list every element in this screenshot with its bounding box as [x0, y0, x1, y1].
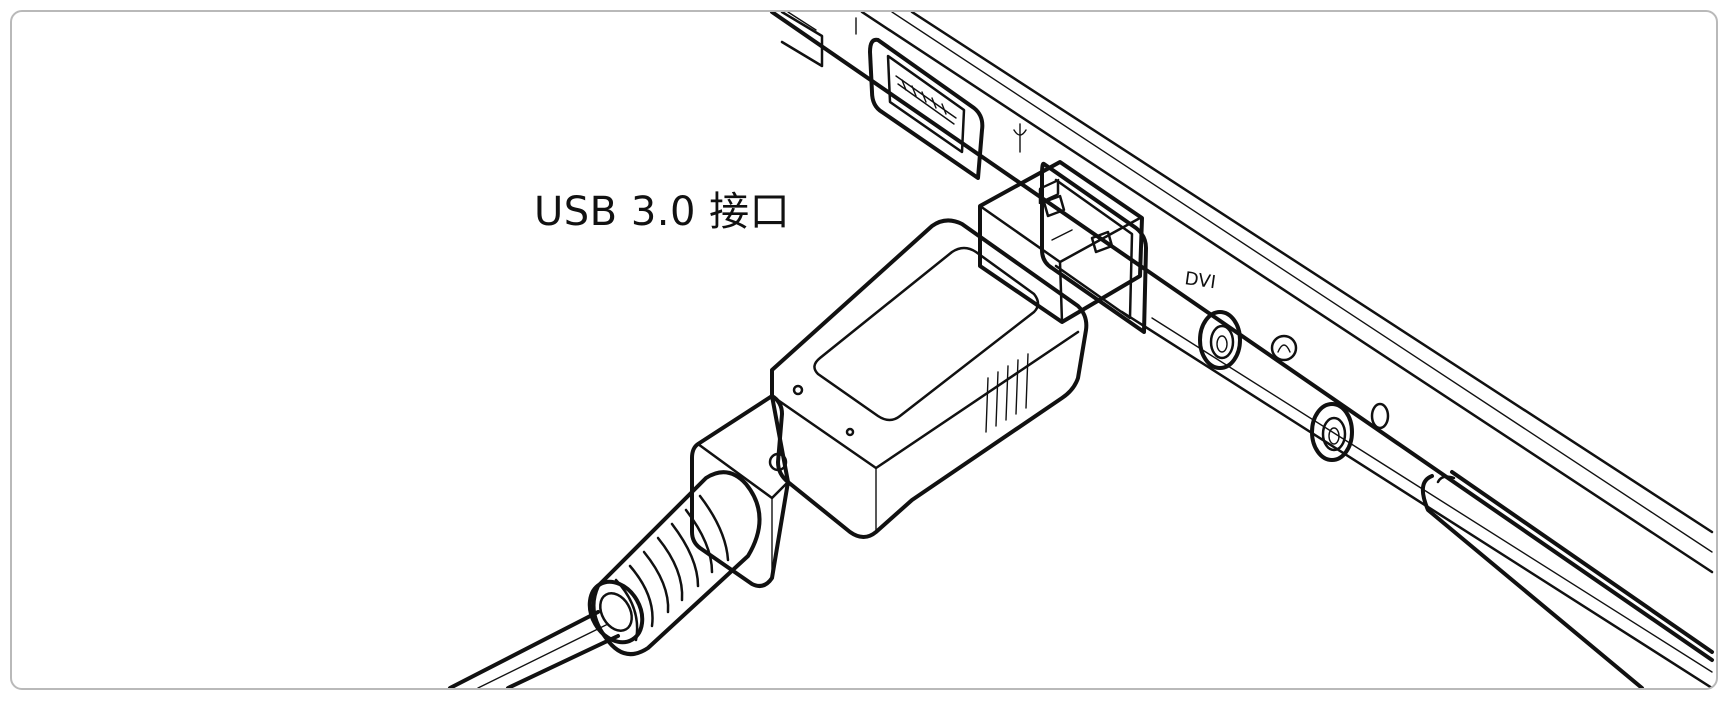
partial-port-top: [780, 12, 857, 68]
usb-plug-nose: [690, 394, 790, 588]
usb-plug-metal-tip: [978, 160, 1144, 324]
usb-port-caption: USB 3.0 接口: [534, 189, 791, 235]
hdmi-port: [868, 37, 985, 180]
usb-plug: [448, 160, 1144, 688]
indicator-led: [1370, 402, 1390, 430]
diagram-frame: DVI: [10, 10, 1718, 690]
dvi-label: DVI: [1183, 268, 1217, 293]
usb-laptop-illustration: DVI: [448, 12, 1714, 688]
usb-cable: [448, 610, 620, 688]
headphone-icon: [1270, 334, 1298, 362]
dvi-text: DVI: [1183, 268, 1217, 293]
audio-jack-1: [1198, 310, 1242, 370]
laptop-side-panel: [770, 12, 1714, 688]
usb-plug-body: [770, 218, 1089, 539]
usb-trident-icon: [1013, 123, 1027, 153]
audio-jack-2: [1310, 402, 1354, 462]
usb-cable-strain-relief: [587, 470, 762, 657]
vent-slot: [1420, 470, 1714, 688]
